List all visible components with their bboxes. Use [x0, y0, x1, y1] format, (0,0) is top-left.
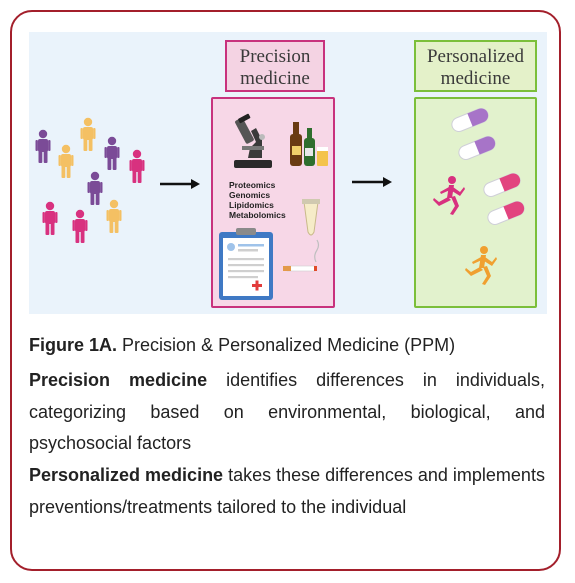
description-term: Personalized medicine [29, 465, 224, 485]
precision-medicine-title: Precision medicine [225, 40, 325, 92]
runner-icon [433, 176, 465, 215]
arrow-right-icon [352, 177, 392, 187]
personalized-medicine-title: Personalized medicine [414, 40, 537, 92]
description-text: takes these differences and implements p… [29, 465, 545, 517]
description-text: identifies differences in individuals, c… [29, 370, 545, 453]
omics-item: Metabolomics [229, 210, 286, 220]
omics-item: Lipidomics [229, 200, 274, 210]
omics-item: Genomics [229, 190, 271, 200]
description-term: Precision medicine [29, 370, 208, 390]
capsule-icon [449, 105, 527, 228]
omics-list: Proteomics Genomics Lipidomics Metabolom… [229, 180, 286, 220]
arrow-right-icon [160, 179, 200, 189]
precision-medicine-description: Precision medicine identifies difference… [29, 365, 545, 460]
cigarette-icon [283, 239, 320, 272]
personalized-medicine-description: Personalized medicine takes these differ… [29, 460, 545, 523]
figure-label: Figure 1A. [29, 335, 118, 355]
omics-item: Proteomics [229, 180, 276, 190]
runner-icon [465, 246, 497, 285]
clipboard-icon [219, 228, 273, 300]
test-tube-icon [302, 199, 320, 236]
figure-caption-text: Precision & Personalized Medicine (PPM) [122, 335, 456, 355]
bottles-icon [290, 122, 328, 166]
people-crowd-icon [35, 117, 145, 243]
microscope-icon [234, 113, 272, 168]
figure-caption: Figure 1A. Precision & Personalized Medi… [29, 335, 455, 356]
